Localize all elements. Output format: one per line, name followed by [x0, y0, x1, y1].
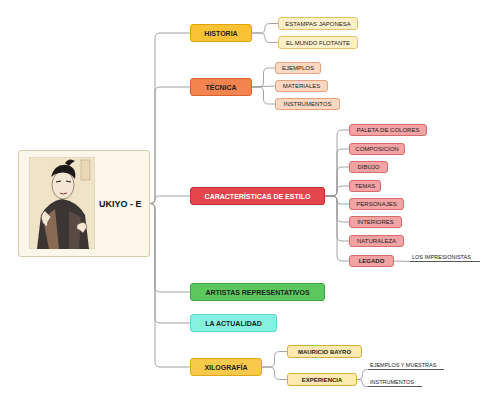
topic-label: INSTRUMENTOS	[284, 101, 332, 107]
branch-connector	[252, 24, 278, 34]
subtopic-box: EL MUNDO FLOTANTE	[278, 36, 358, 49]
subtopic-box: COMPOSICION	[349, 143, 405, 155]
topic-label: NATURALEZA	[357, 238, 396, 244]
kabuki-print-illustration	[29, 157, 95, 249]
cartouche	[81, 160, 90, 180]
face	[52, 171, 74, 199]
underlined-topic: EJEMPLOS Y MUESTRAS	[368, 360, 444, 370]
branch-connector	[150, 204, 190, 293]
topic-label: LA ACTUALIDAD	[205, 320, 262, 327]
main-topic: XILOGRAFÍA	[190, 358, 262, 376]
branch-connector	[325, 149, 349, 196]
topic-label: DIBUJO	[357, 164, 379, 170]
print-paper	[29, 157, 95, 249]
subtopic-box: NATURALEZA	[349, 235, 404, 247]
topknot	[65, 159, 75, 166]
topic-label: MAURICIO BAYRO	[298, 349, 351, 355]
topic-label: UKIYO - E	[99, 199, 142, 209]
topic-label: COMPOSICION	[355, 146, 398, 152]
subtopic-box: LEGADO	[349, 255, 394, 267]
right-hand	[77, 222, 87, 233]
main-topic: TÉCNICA	[190, 78, 252, 96]
topic-label: PERSONAJES	[356, 201, 396, 207]
branch-connector	[252, 87, 275, 104]
topic-label: TEMAS	[355, 183, 376, 189]
topic-label: INSTRUMENTOS	[370, 379, 414, 385]
topic-label: TÉCNICA	[205, 84, 236, 91]
topic-label: LEGADO	[359, 258, 385, 264]
subtopic-box: MAURICIO BAYRO	[287, 345, 362, 358]
branch-connector	[357, 370, 368, 380]
subtopic-box: PERSONAJES	[349, 198, 404, 210]
main-topic: ARTISTAS REPRESENTATIVOS	[190, 283, 325, 301]
topic-label: CARACTERÍSTICAS DE ESTILO	[205, 193, 311, 200]
branch-connector	[150, 33, 190, 204]
topic-label: EXPERIENCIA	[302, 377, 343, 383]
branch-connector	[357, 380, 368, 387]
topic-label: INTERIORES	[357, 219, 394, 225]
branch-connector	[325, 186, 349, 196]
branch-connector	[262, 367, 287, 380]
subtopic-box: INTERIORES	[349, 216, 402, 228]
branch-connector	[150, 204, 190, 324]
main-topic: CARACTERÍSTICAS DE ESTILO	[190, 187, 325, 205]
subtopic-box: DIBUJO	[349, 161, 388, 173]
branch-connector	[150, 196, 190, 204]
topic-label: MATERIALES	[283, 83, 321, 89]
eyes	[56, 181, 71, 182]
topic-label: LOS IMPRESIONISTAS	[412, 254, 471, 260]
subtopic-box: TEMAS	[349, 180, 381, 192]
subtopic-box: PALETA DE COLORES	[349, 124, 427, 136]
branch-connector	[325, 130, 349, 196]
robe	[37, 199, 89, 249]
subtopic-box: EXPERIENCIA	[287, 373, 357, 386]
branch-connector	[150, 204, 190, 368]
mouth	[60, 193, 67, 194]
hair	[51, 165, 75, 179]
underlined-topic: INSTRUMENTOS	[368, 377, 422, 387]
topic-label: PALETA DE COLORES	[357, 127, 420, 133]
topic-label: XILOGRAFÍA	[204, 364, 247, 371]
subtopic-box: INSTRUMENTOS	[275, 98, 340, 110]
branch-connector	[252, 33, 278, 43]
topic-label: HISTORIA	[204, 30, 237, 37]
subtopic-box: ESTAMPAS JAPONESA	[278, 17, 358, 30]
topic-label: ESTAMPAS JAPONESA	[285, 21, 350, 27]
main-topic: LA ACTUALIDAD	[190, 314, 277, 332]
branch-connector	[325, 167, 349, 196]
topic-label: EL MUNDO FLOTANTE	[286, 40, 350, 46]
branch-connector	[252, 68, 275, 87]
topic-label: ARTISTAS REPRESENTATIVOS	[205, 289, 309, 296]
topic-label: EJEMPLOS	[282, 65, 314, 71]
branch-connector	[394, 261, 410, 263]
branch-connector	[150, 87, 190, 204]
main-topic: HISTORIA	[190, 24, 252, 42]
subtopic-box: EJEMPLOS	[275, 62, 321, 74]
underlined-topic: LOS IMPRESIONISTAS	[410, 252, 480, 262]
left-hand	[41, 211, 51, 227]
topic-label: EJEMPLOS Y MUESTRAS	[370, 362, 436, 368]
branch-connector	[325, 196, 349, 261]
subtopic-box: MATERIALES	[275, 80, 328, 92]
branch-connector	[262, 352, 287, 368]
